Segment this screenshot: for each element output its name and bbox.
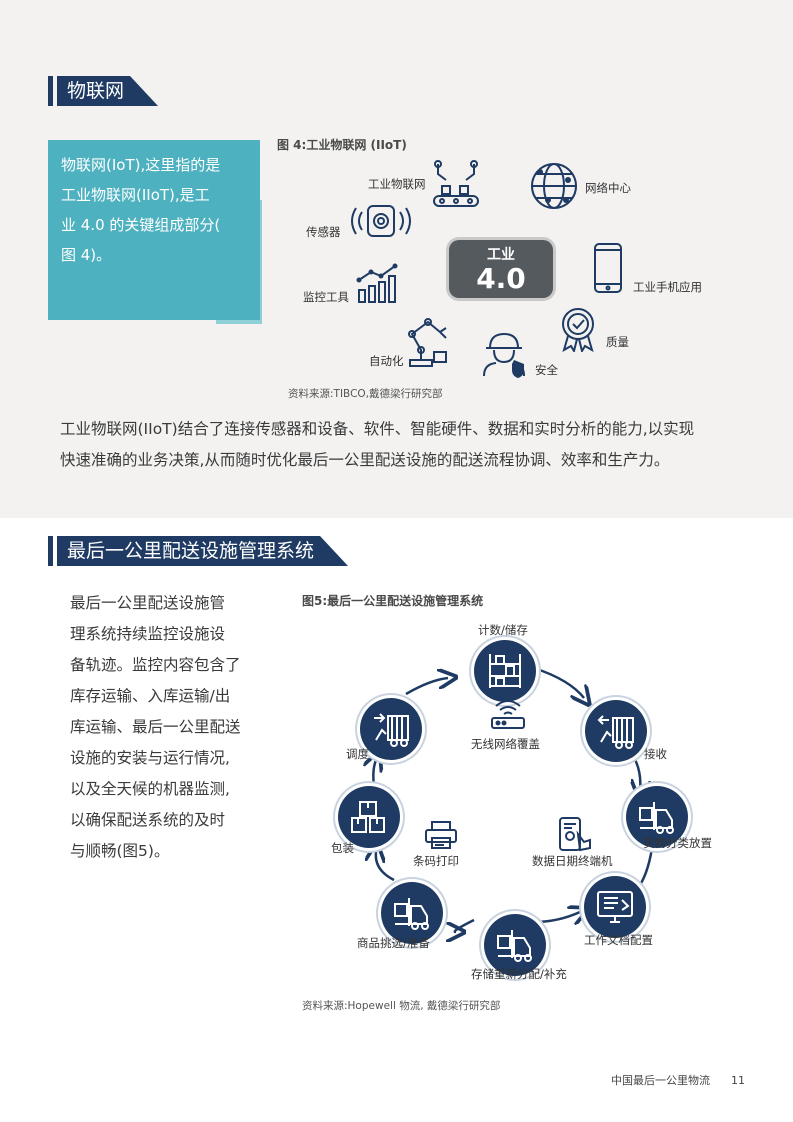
callout-line: 图 4)。 xyxy=(61,246,112,264)
section2-text: 最后一公里配送设施管 理系统持续监控设施设 备轨迹。监控内容包含了 库存运输、入… xyxy=(70,588,252,867)
callout-line: 物联网(IoT),这里指的是 xyxy=(61,156,221,174)
header-accent-bar xyxy=(48,76,53,106)
label-wifi: 无线网络覆盖 xyxy=(471,737,540,751)
boxes-icon xyxy=(351,801,385,833)
label-monitor-tools: 监控工具 xyxy=(303,290,349,304)
section-title: 最后一公里配送设施管理系统 xyxy=(57,536,348,566)
figure-title: 图 4:工业物联网 (IIoT) xyxy=(277,138,407,152)
label-sensor: 传感器 xyxy=(306,225,341,239)
node-work-docs xyxy=(584,876,646,938)
page-number: 11 xyxy=(731,1074,745,1087)
text-line: 备轨迹。监控内容包含了 xyxy=(70,656,241,674)
truck-receive-icon xyxy=(597,715,634,749)
callout-line: 业 4.0 的关键组成部分( xyxy=(61,216,221,234)
node-receive xyxy=(585,700,647,762)
node-dispatch xyxy=(360,698,422,760)
paragraph-line: 快速准确的业务决策,从而随时优化最后一公里配送设施的配送流程协调、效率和生产力。 xyxy=(60,451,670,469)
robot-arm-icon xyxy=(433,160,479,207)
section-header-lastmile: 最后一公里配送设施管理系统 xyxy=(48,536,348,566)
shelving-icon xyxy=(489,654,521,688)
safety-worker-icon xyxy=(483,332,525,378)
paragraph-line: 工业物联网(IIoT)结合了连接传感器和设备、软件、智能硬件、数据和实时分析的能… xyxy=(60,420,695,438)
badge-line1: 工业 xyxy=(487,247,515,263)
node-redistribution xyxy=(484,914,546,976)
label-receive: 接收 xyxy=(644,747,667,761)
quality-badge-icon xyxy=(562,308,594,352)
figure-source: 资料来源:Hopewell 物流, 戴德梁行研究部 xyxy=(302,1000,501,1012)
globe-network-icon xyxy=(531,163,577,209)
node-count-storage xyxy=(474,640,536,702)
wifi-router-icon xyxy=(491,700,525,729)
footer-text: 中国最后一公里物流 xyxy=(611,1074,710,1087)
text-line: 理系统持续监控设施设 xyxy=(70,625,226,643)
sensor-icon xyxy=(351,205,411,237)
monitor-icon xyxy=(597,891,633,923)
callout-line: 工业物联网(IIoT),是工 xyxy=(61,186,210,204)
body-paragraph: 工业物联网(IIoT)结合了连接传感器和设备、软件、智能硬件、数据和实时分析的能… xyxy=(60,414,710,476)
label-work-docs: 工作文档配置 xyxy=(584,933,653,947)
callout-box: 物联网(IoT),这里指的是 工业物联网(IIoT),是工 业 4.0 的关键组… xyxy=(48,140,260,320)
forklift-icon xyxy=(639,802,674,834)
figure-title: 图5:最后一公里配送设施管理系统 xyxy=(302,594,484,608)
label-network-center: 网络中心 xyxy=(585,181,631,195)
cycle-arrows-ring xyxy=(330,666,654,960)
text-line: 以及全天候的机器监测, xyxy=(70,780,230,798)
text-line: 与顺畅(图5)。 xyxy=(70,842,170,860)
label-mobile-app: 工业手机应用 xyxy=(633,280,702,294)
robot-arm-icon xyxy=(408,318,447,367)
chart-bars-icon xyxy=(356,263,398,303)
label-packing: 包装 xyxy=(331,841,354,855)
text-line: 库存运输、入库运输/出 xyxy=(70,687,231,705)
label-picking: 商品挑选/准备 xyxy=(357,936,430,950)
forklift-icon xyxy=(497,930,532,962)
label-goods-placement: 货物分类放置 xyxy=(643,836,712,850)
label-safety: 安全 xyxy=(535,363,558,377)
text-line: 最后一公里配送设施管 xyxy=(70,594,226,612)
text-line: 以确保配送系统的及时 xyxy=(70,811,226,829)
node-picking xyxy=(381,882,443,944)
label-dispatch: 调度 xyxy=(346,747,369,761)
text-line: 设施的安装与运行情况, xyxy=(70,749,230,767)
industry-4-badge: 工业 4.0 xyxy=(449,240,553,298)
node-goods-placement xyxy=(626,786,688,848)
page-footer: 中国最后一公里物流 11 xyxy=(611,1072,745,1088)
badge-line2: 4.0 xyxy=(476,262,526,295)
label-terminal: 数据日期终端机 xyxy=(532,854,613,868)
label-count-storage: 计数/储存 xyxy=(478,623,528,637)
label-barcode: 条码打印 xyxy=(413,854,459,868)
label-iiot: 工业物联网 xyxy=(368,177,426,191)
smartphone-icon xyxy=(594,243,622,293)
header-accent-bar xyxy=(48,536,53,566)
label-quality: 质量 xyxy=(606,335,629,349)
handheld-terminal-icon xyxy=(559,817,591,852)
forklift-icon xyxy=(394,898,429,930)
label-automation: 自动化 xyxy=(369,354,404,368)
node-packing xyxy=(338,786,400,848)
truck-dispatch-icon xyxy=(374,713,409,747)
printer-icon xyxy=(425,821,457,849)
label-redistribution: 存储重新分配/补充 xyxy=(471,967,567,981)
text-line: 库运输、最后一公里配送 xyxy=(70,718,241,736)
section-title: 物联网 xyxy=(57,76,158,106)
figure-source: 资料来源:TIBCO,戴德梁行研究部 xyxy=(288,388,443,400)
section-header-iot: 物联网 xyxy=(48,76,158,106)
